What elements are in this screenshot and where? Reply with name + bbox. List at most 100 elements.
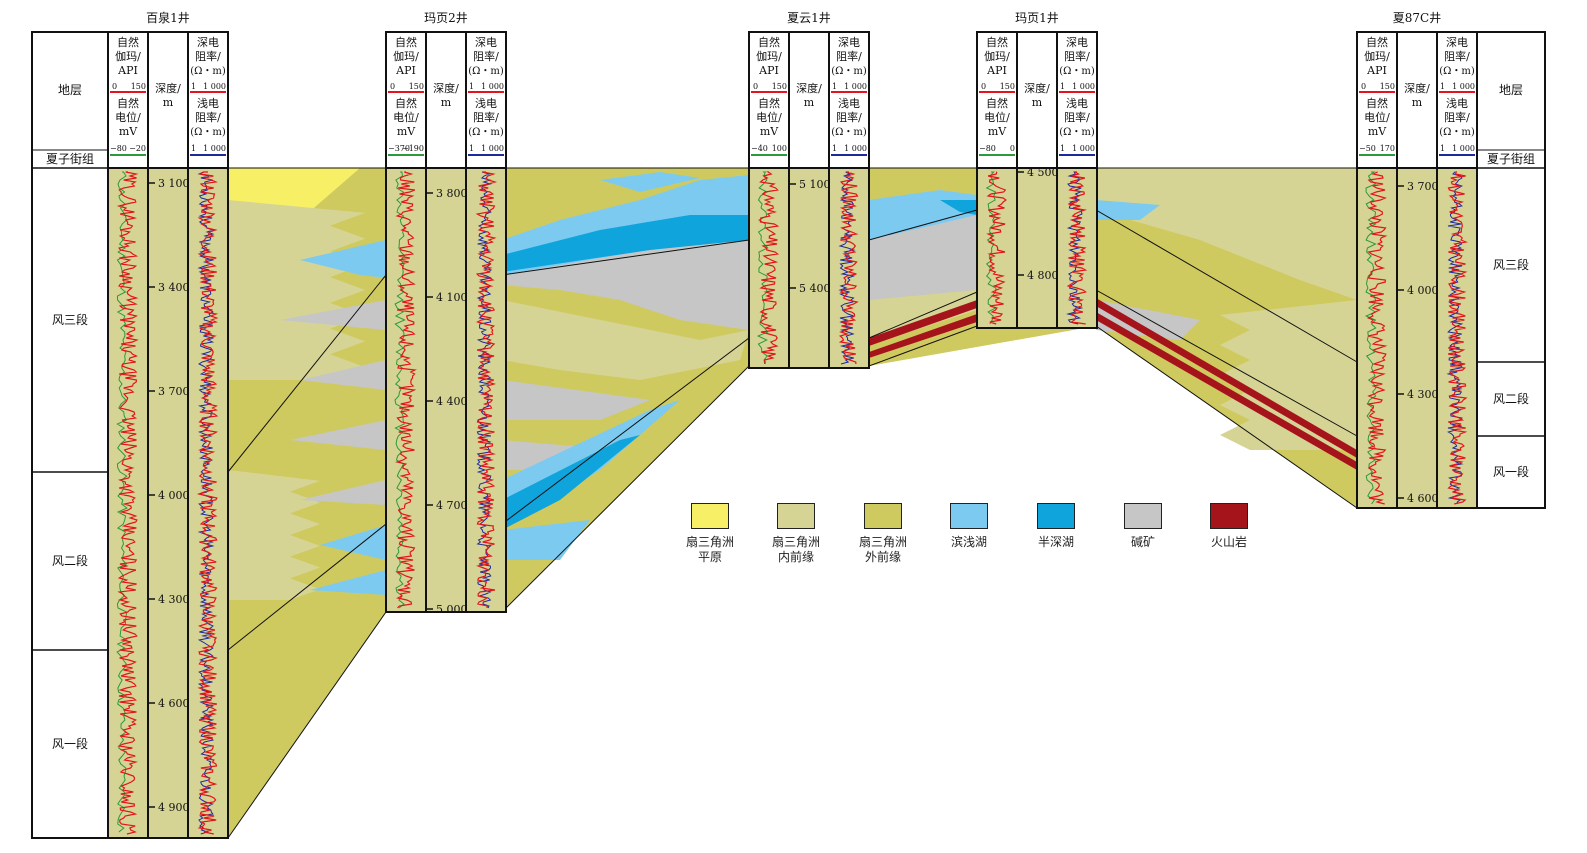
strata-f3-right: 风三段 — [1493, 257, 1529, 272]
legend-item-outer: 扇三角洲外前缘 — [843, 503, 923, 565]
hdr-sp-2-4: 电位/ — [1364, 110, 1390, 124]
depth-label-0-6: 4 900 — [158, 801, 190, 814]
depth-label-2-1: 5 400 — [799, 282, 831, 295]
log-sp-2 — [759, 171, 780, 365]
fill-semi-slope — [502, 435, 640, 530]
hdr-shallow-max-2: 1 000 — [844, 144, 867, 153]
hdr-sp-min-3: −80 — [979, 144, 996, 153]
fill-inner-left-mid — [228, 200, 365, 380]
hdr-gr-min-3: 0 — [981, 82, 986, 91]
hdr-deep-2-4: 阻率/ — [1444, 49, 1470, 63]
legend-item-volcanic: 火山岩 — [1189, 503, 1269, 550]
hdr-gr-1-3: 自然 — [986, 35, 1008, 49]
depth-label-1-0: 3 800 — [436, 187, 468, 200]
hdr-shallow-2-2: 阻率/ — [836, 110, 862, 124]
hdr-gr-3-3: API — [986, 64, 1007, 77]
hdr-sp-3-4: mV — [1368, 125, 1387, 138]
hdr-gr-min-0: 0 — [112, 82, 117, 91]
hdr-deep-1-4: 深电 — [1446, 36, 1468, 49]
fill-shallow-left-3 — [310, 570, 386, 595]
hdr-shallow-2-4: 阻率/ — [1444, 110, 1470, 124]
legend-swatch-semi — [1037, 503, 1075, 529]
fill-shallow-4 — [502, 520, 590, 560]
hdr-shallow-max-0: 1 000 — [203, 144, 226, 153]
hdr-gr-max-1: 150 — [409, 82, 424, 91]
legend-label-inner-1: 扇三角洲 — [771, 535, 820, 549]
log-sp-3 — [986, 171, 1007, 325]
hdr-deep-max-2: 1 000 — [844, 82, 867, 91]
hdr-sp-3-2: mV — [760, 125, 779, 138]
hdr-sp-max-3: 0 — [1010, 144, 1015, 153]
hdr-sp-1-4: 自然 — [1366, 96, 1388, 110]
strata-f2-left: 风二段 — [52, 553, 88, 568]
hdr-deep-3-4: (Ω・m) — [1439, 66, 1475, 77]
fill-trona-left-4 — [300, 480, 386, 505]
depth-label-0-2: 3 700 — [158, 385, 190, 398]
legend-label-plain-1: 扇三角洲 — [685, 535, 734, 549]
hdr-gr-3-4: API — [1366, 64, 1387, 77]
hdr-depth-2-0: m — [163, 96, 174, 109]
hdr-deep-max-0: 1 000 — [203, 82, 226, 91]
fill-semi-mid — [940, 200, 977, 215]
strata-frame-left — [31, 31, 109, 839]
hdr-gr-3-1: API — [395, 64, 416, 77]
depth-label-0-4: 4 300 — [158, 593, 190, 606]
hdr-sp-2-3: 电位/ — [984, 110, 1010, 124]
hdr-shallow-2-3: 阻率/ — [1064, 110, 1090, 124]
hdr-shallow-3-3: (Ω・m) — [1059, 127, 1095, 138]
legend-swatch-outer — [864, 503, 902, 529]
log-sp-4 — [1366, 171, 1388, 505]
hdr-shallow-min-4: 1 — [1440, 144, 1445, 153]
strata-header-left: 地层 — [58, 83, 82, 97]
hdr-gr-max-0: 150 — [131, 82, 146, 91]
depth-label-0-3: 4 000 — [158, 489, 190, 502]
well-name-2: 夏云1井 — [787, 11, 831, 25]
well-name-3: 玛页1井 — [1015, 11, 1059, 25]
depth-label-2-0: 5 100 — [799, 178, 831, 191]
log-deep-3 — [1066, 171, 1088, 325]
hdr-depth-2-4: m — [1412, 96, 1423, 109]
depth-label-1-1: 4 100 — [436, 291, 468, 304]
hdr-shallow-1-3: 浅电 — [1066, 97, 1088, 110]
depth-label-3-1: 4 800 — [1027, 269, 1059, 282]
hdr-gr-1-1: 自然 — [395, 35, 417, 49]
well-frame-top-3 — [976, 31, 1098, 329]
strata-frame-right — [1476, 31, 1546, 509]
log-shallow-2 — [838, 171, 856, 365]
depth-label-3-0: 4 500 — [1027, 166, 1059, 179]
hdr-sp-max-0: −20 — [129, 144, 146, 153]
log-deep-0 — [197, 171, 219, 835]
hdr-sp-2-2: 电位/ — [756, 110, 782, 124]
strata-header-right: 地层 — [1499, 83, 1523, 97]
hdr-sp-1-1: 自然 — [395, 96, 417, 110]
hdr-shallow-1-2: 浅电 — [838, 97, 860, 110]
legend-label-inner-2: 内前缘 — [777, 550, 814, 564]
hdr-sp-1-3: 自然 — [986, 96, 1008, 110]
hdr-shallow-max-4: 1 000 — [1452, 144, 1475, 153]
hdr-sp-min-1: −370 — [388, 144, 410, 153]
strata-xzj-right: 夏子街组 — [1487, 152, 1535, 166]
log-sp-0 — [116, 171, 139, 835]
strata-f2-right: 风二段 — [1493, 391, 1529, 406]
hdr-deep-2-2: 阻率/ — [836, 49, 862, 63]
fill-inner-mid-1 — [502, 300, 749, 380]
fill-shallow-right — [1096, 200, 1160, 220]
hdr-deep-1-0: 深电 — [197, 36, 219, 49]
hdr-sp-max-4: 170 — [1380, 144, 1395, 153]
strata-f1-right: 风一段 — [1493, 464, 1529, 479]
legend-item-semi: 半深湖 — [1016, 503, 1096, 550]
legend-swatch-shallow — [950, 503, 988, 529]
log-sp-1 — [395, 171, 417, 609]
hdr-deep-max-4: 1 000 — [1452, 82, 1475, 91]
hdr-deep-2-1: 阻率/ — [473, 49, 499, 63]
hdr-shallow-3-4: (Ω・m) — [1439, 127, 1475, 138]
legend-label-plain-2: 平原 — [697, 550, 722, 564]
hdr-depth-1-4: 深度/ — [1404, 81, 1430, 95]
hdr-depth-2-1: m — [441, 96, 452, 109]
hdr-depth-1-2: 深度/ — [796, 81, 822, 95]
